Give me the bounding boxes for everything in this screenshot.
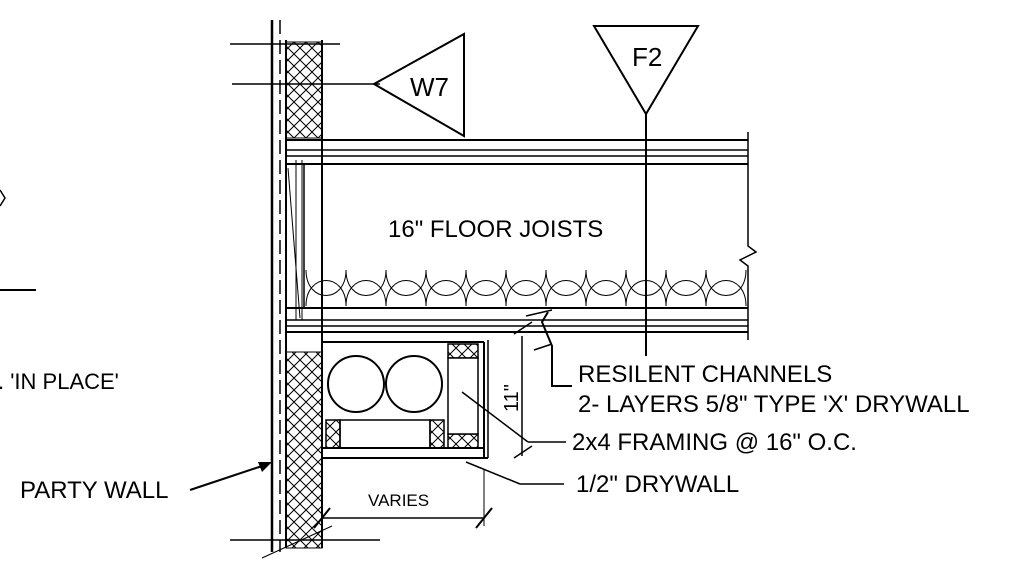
floor-joists-label: 16" FLOOR JOISTS	[388, 216, 603, 243]
stud-bottom	[447, 433, 479, 449]
in-place-label: . 'IN PLACE'	[0, 369, 119, 394]
floor-assembly: 16" FLOOR JOISTS	[286, 132, 758, 340]
framing-label: 2x4 FRAMING @ 16" O.C.	[572, 429, 857, 456]
duct-chase: 11"	[322, 321, 533, 459]
drywall-layers-label: 2- LAYERS 5/8" TYPE 'X' DRYWALL	[578, 391, 970, 418]
varies-label: VARIES	[368, 491, 429, 510]
varies-dimension: VARIES	[313, 470, 493, 529]
resilient-channels-label: RESILENT CHANNELS	[578, 361, 832, 388]
stud-bottom-right	[429, 419, 445, 449]
party-wall	[230, 20, 380, 559]
wall-insulation-lower	[285, 351, 323, 549]
joist-break-line	[738, 132, 758, 340]
duct-circle-right	[385, 355, 443, 413]
height-dimension-label: 11"	[501, 384, 523, 412]
wall-section-tag: W7	[371, 32, 465, 138]
party-wall-label: PARTY WALL	[20, 477, 169, 504]
stud-vertical	[447, 357, 479, 435]
wall-tag-label: W7	[410, 72, 449, 102]
duct-circle-left	[327, 355, 385, 413]
leaders	[0, 189, 572, 491]
stud-bottom-left	[325, 419, 341, 449]
wall-insulation-upper	[285, 41, 323, 139]
floor-section-tag: F2	[592, 25, 700, 356]
floor-tag-label: F2	[632, 42, 662, 72]
batt-insulation	[305, 269, 747, 307]
half-drywall-label: 1/2" DRYWALL	[576, 471, 739, 498]
stud-top	[447, 343, 479, 359]
